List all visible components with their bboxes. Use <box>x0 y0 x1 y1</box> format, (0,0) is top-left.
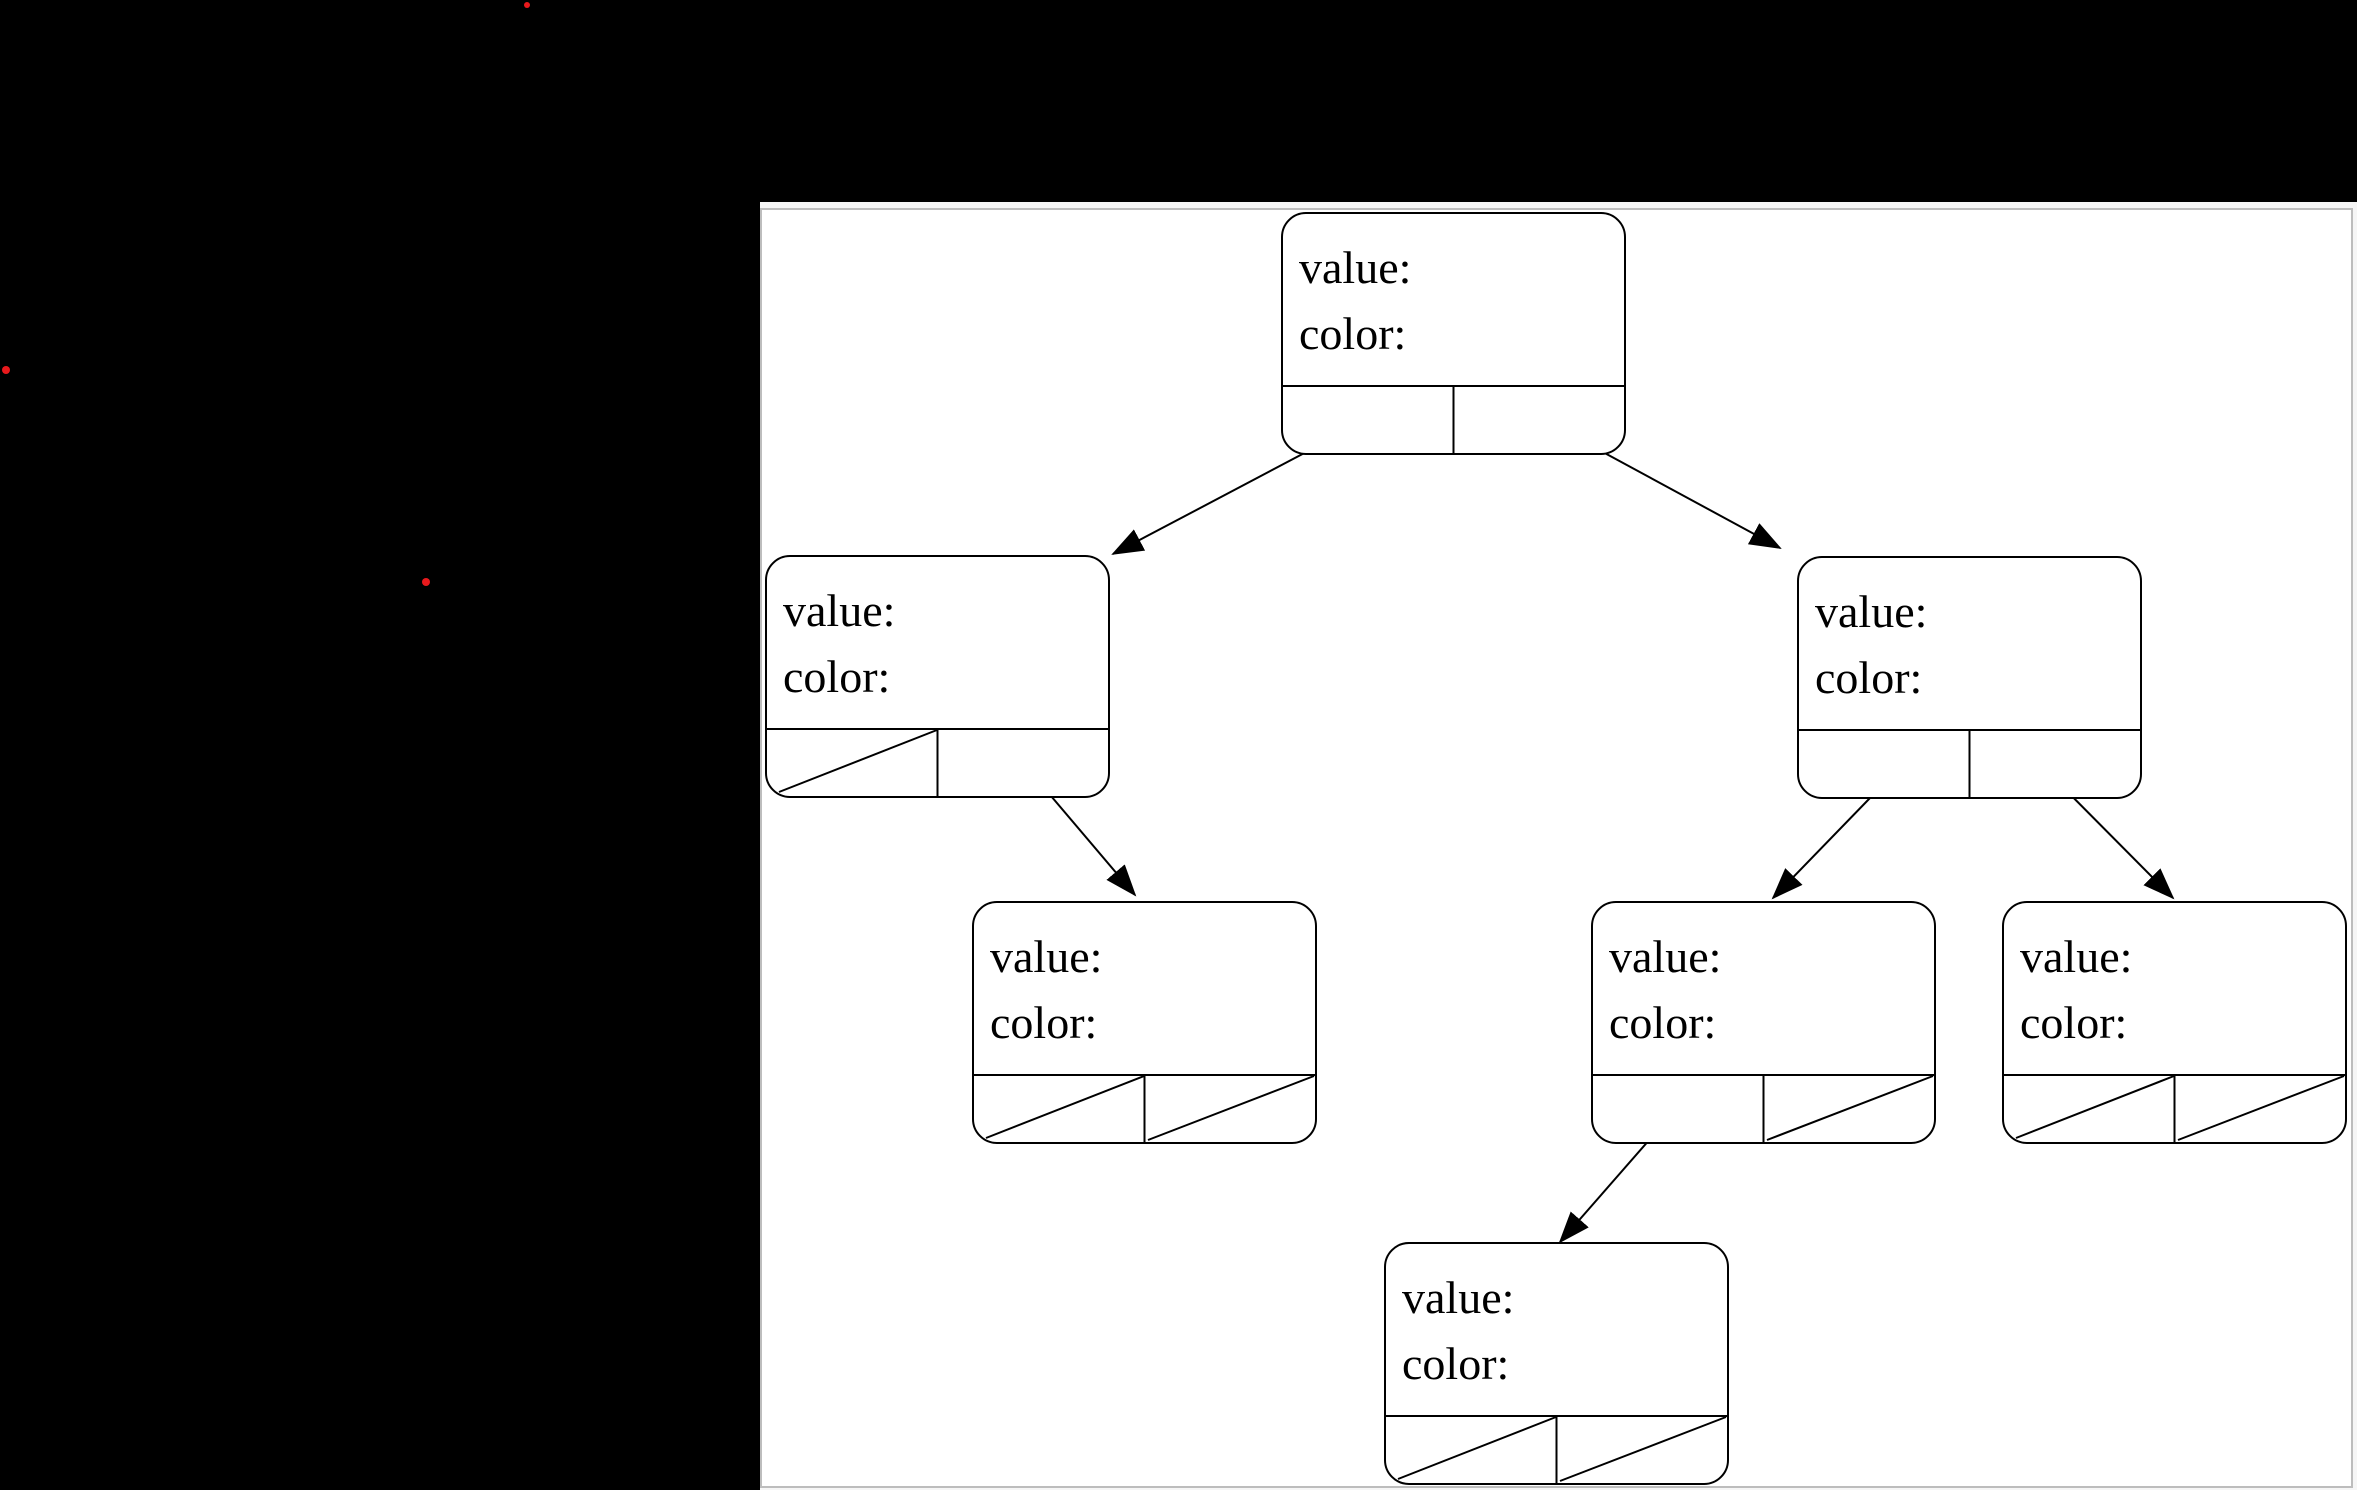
node-value-label: value: <box>1402 1272 1514 1323</box>
null-pointer-slash-right <box>1559 1416 1727 1482</box>
tree-node-right-left-left-greatgrandchild: value: color: <box>1384 1242 1729 1485</box>
node-value-label: value: <box>1815 586 1927 637</box>
node-value-label: value: <box>990 931 1102 982</box>
tree-node-right-child: value: color: <box>1797 556 2142 799</box>
node-color-label: color: <box>1815 652 1922 703</box>
red-dot-marker-1 <box>524 2 530 8</box>
node-color-label: color: <box>1402 1338 1509 1389</box>
null-pointer-slash-right <box>2177 1075 2345 1141</box>
tree-node-right-left-grandchild: value: color: <box>1591 901 1936 1144</box>
tree-diagram: value: color: value: color: value: color… <box>765 212 2347 1485</box>
red-dot-marker-3 <box>422 578 430 586</box>
null-pointer-slash-left <box>1397 1416 1557 1480</box>
document-page: value: color: value: color: value: color… <box>760 202 2357 1490</box>
node-value-label: value: <box>1299 242 1411 293</box>
red-dot-marker-2 <box>2 366 10 374</box>
tree-node-right-right-grandchild: value: color: <box>2002 901 2347 1144</box>
node-box <box>1591 901 1936 1144</box>
node-box <box>1281 212 1626 455</box>
node-box <box>1797 556 2142 799</box>
null-pointer-slash-right <box>1766 1075 1934 1141</box>
node-box <box>2002 901 2347 1144</box>
node-box <box>765 555 1110 798</box>
node-box <box>972 901 1317 1144</box>
null-pointer-slash-left <box>985 1075 1145 1139</box>
node-color-label: color: <box>990 997 1097 1048</box>
node-color-label: color: <box>2020 997 2127 1048</box>
null-pointer-slash-right <box>1147 1075 1315 1141</box>
tree-node-root: value: color: <box>1281 212 1626 455</box>
node-color-label: color: <box>1609 997 1716 1048</box>
node-box <box>1384 1242 1729 1485</box>
node-color-label: color: <box>783 651 890 702</box>
null-pointer-slash-left <box>2015 1075 2175 1139</box>
tree-node-left-right-grandchild: value: color: <box>972 901 1317 1144</box>
node-value-label: value: <box>783 585 895 636</box>
node-value-label: value: <box>2020 931 2132 982</box>
node-value-label: value: <box>1609 931 1721 982</box>
null-pointer-slash-left <box>778 729 938 793</box>
tree-node-left-child: value: color: <box>765 555 1110 798</box>
node-color-label: color: <box>1299 308 1406 359</box>
